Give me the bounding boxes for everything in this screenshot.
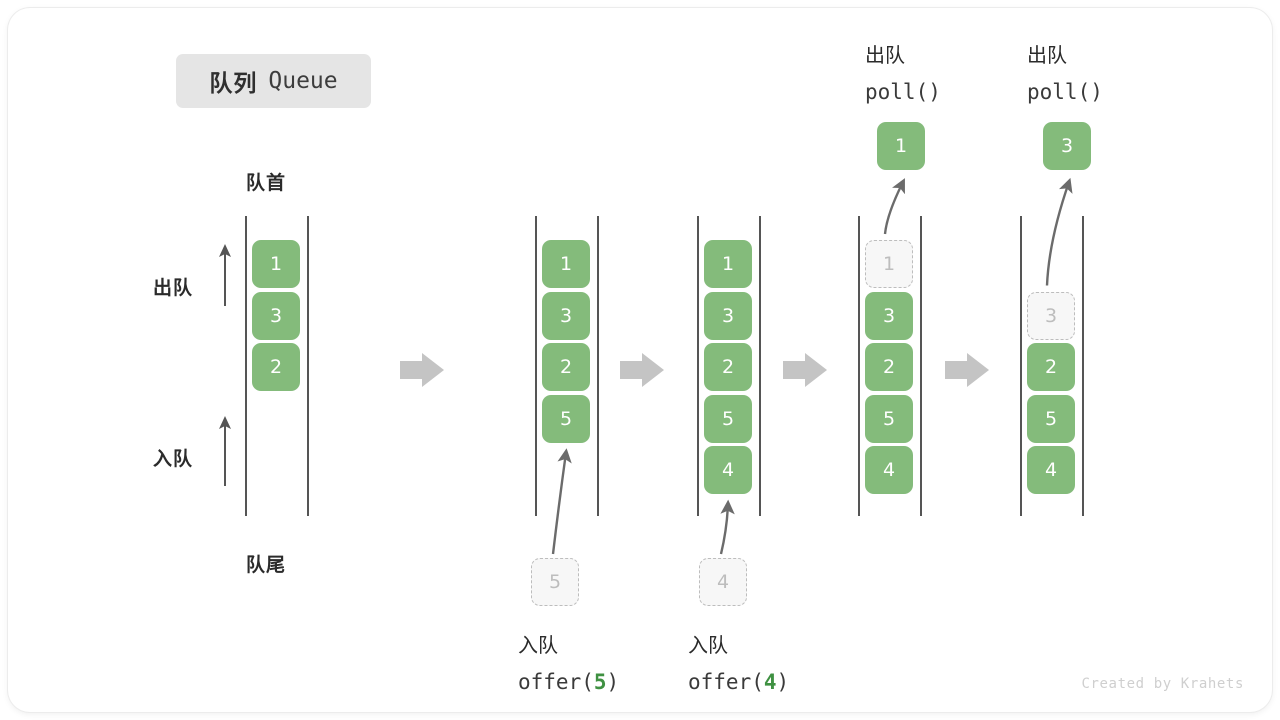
- queue-rail: [1082, 216, 1084, 516]
- queue-element: 1: [252, 240, 300, 288]
- queue-rail: [245, 216, 247, 516]
- queue-rail: [858, 216, 860, 516]
- queue-element-ghost: 1: [865, 240, 913, 288]
- queue-element-ghost: 3: [1027, 291, 1075, 340]
- pending-element-ghost: 4: [699, 558, 747, 606]
- credit-text: Created by Krahets: [1081, 676, 1244, 692]
- operation-caption-code: offer(4): [688, 670, 790, 694]
- queue-element: 2: [252, 343, 300, 391]
- queue-rail: [535, 216, 537, 516]
- transition-arrow-icon: [620, 353, 664, 387]
- transition-arrow-icon: [400, 353, 444, 387]
- queue-element: 5: [704, 394, 752, 443]
- enqueue-direction-label: 入队: [153, 449, 194, 470]
- operation-caption: 出队 poll(): [1027, 38, 1103, 110]
- queue-element: 2: [865, 343, 913, 391]
- queue-rail: [697, 216, 699, 516]
- queue-rail: [920, 216, 922, 516]
- queue-element: 5: [865, 394, 913, 443]
- queue-element: 3: [704, 291, 752, 340]
- operation-caption-cn: 入队: [518, 635, 558, 657]
- queue-rail: [1020, 216, 1022, 516]
- operation-caption-code: offer(5): [518, 670, 620, 694]
- diagram-title-en: Queue: [268, 68, 338, 94]
- queue-element: 4: [704, 446, 752, 494]
- queue-rail: [307, 216, 309, 516]
- queue-element: 3: [542, 291, 590, 340]
- queue-rail: [597, 216, 599, 516]
- queue-element: 4: [1027, 446, 1075, 494]
- queue-element: 5: [542, 394, 590, 443]
- queue-head-label: 队首: [246, 173, 287, 194]
- dequeue-direction-label: 出队: [153, 278, 194, 299]
- queue-tail-label: 队尾: [246, 555, 287, 576]
- queue-element: 2: [1027, 343, 1075, 391]
- operation-caption: 入队 offer(5): [518, 628, 619, 700]
- diagram-title-pill: 队列 Queue: [176, 54, 371, 108]
- queue-element: 3: [865, 291, 913, 340]
- operation-caption-cn: 入队: [688, 635, 728, 657]
- pending-element-ghost: 5: [531, 558, 579, 606]
- operation-caption-code: poll(): [865, 80, 941, 104]
- popped-element: 3: [1043, 122, 1091, 170]
- queue-element: 2: [704, 343, 752, 391]
- operation-caption: 出队 poll(): [865, 38, 941, 110]
- operation-caption-cn: 出队: [1027, 45, 1067, 67]
- popped-element: 1: [877, 122, 925, 170]
- transition-arrow-icon: [945, 353, 989, 387]
- operation-caption: 入队 offer(4): [688, 628, 789, 700]
- queue-rail: [759, 216, 761, 516]
- queue-element: 2: [542, 343, 590, 391]
- queue-element: 5: [1027, 394, 1075, 443]
- queue-element: 4: [865, 446, 913, 494]
- queue-element: 1: [704, 240, 752, 288]
- queue-element: 1: [542, 240, 590, 288]
- diagram-title-cn: 队列: [209, 70, 258, 96]
- arrows-overlay: [219, 177, 1073, 555]
- operation-caption-cn: 出队: [865, 45, 905, 67]
- operation-caption-argument: 4: [763, 670, 777, 694]
- transition-arrow-icon: [783, 353, 827, 387]
- operation-caption-code: poll(): [1027, 80, 1103, 104]
- queue-element: 3: [252, 291, 300, 340]
- operation-caption-argument: 5: [593, 670, 607, 694]
